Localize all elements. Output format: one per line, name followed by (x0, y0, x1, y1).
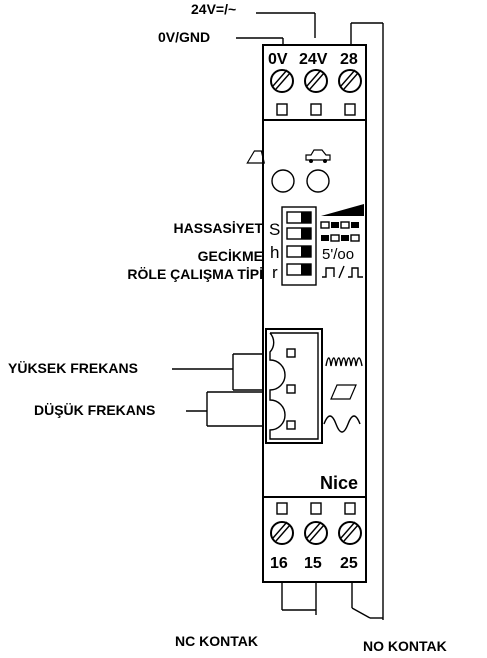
terminal-label-24v: 24V (299, 51, 328, 68)
sensitivity-level-bars (320, 221, 360, 242)
terminal-label-0v: 0V (268, 51, 288, 68)
low-frequency-label: DÜŞÜK FREKANS (34, 402, 155, 418)
sensitivity-ramp-icon (321, 204, 364, 216)
bottom-screws (270, 502, 362, 545)
relay-mode-label: RÖLE ÇALIŞMA TİPİ (127, 266, 263, 282)
nc-contact-label: NC KONTAK (175, 633, 258, 649)
pulse-mode-icon (322, 265, 363, 279)
switch-letter-s: S (269, 220, 280, 239)
dip-switch-r[interactable] (286, 263, 312, 276)
top-screws (270, 69, 362, 116)
delay-label: GECİKME (198, 248, 263, 264)
loop-connector[interactable] (265, 328, 323, 444)
high-frequency-wave-icon (325, 357, 363, 367)
terminal-label-28: 28 (340, 51, 358, 68)
frequency-brackets (172, 353, 262, 427)
car-icon (305, 149, 331, 163)
terminal-label-25: 25 (340, 555, 358, 572)
loop-mid-icon (330, 384, 357, 400)
low-frequency-wave-icon (323, 415, 361, 433)
no-contact-label: NO KONTAK (363, 638, 447, 654)
supply-wiring (236, 12, 384, 620)
high-frequency-label: YÜKSEK FREKANS (8, 360, 138, 376)
loop-led (271, 169, 295, 193)
loop-icon (246, 150, 266, 164)
dip-switch-s[interactable] (286, 211, 312, 224)
connector-pin-2 (286, 384, 296, 394)
dip-switch-h[interactable] (286, 245, 312, 258)
connector-pin-3 (286, 420, 296, 430)
dip-switch-s2[interactable] (286, 227, 312, 240)
ground-label: 0V/GND (158, 29, 210, 45)
dip-switch-block[interactable] (281, 206, 317, 286)
delay-value: 5'/oo (322, 246, 354, 263)
terminal-label-16: 16 (270, 555, 288, 572)
connector-pin-1 (286, 348, 296, 358)
brand-logo: Nice (320, 473, 358, 493)
supply-voltage-label: 24V=/~ (191, 1, 236, 17)
switch-letter-h: h (270, 243, 279, 262)
sensitivity-label: HASSASİYET (174, 220, 264, 236)
detect-led (306, 169, 330, 193)
device-housing (262, 44, 367, 583)
output-wiring (281, 582, 383, 619)
terminal-label-15: 15 (304, 555, 322, 572)
switch-letter-r: r (272, 263, 278, 282)
